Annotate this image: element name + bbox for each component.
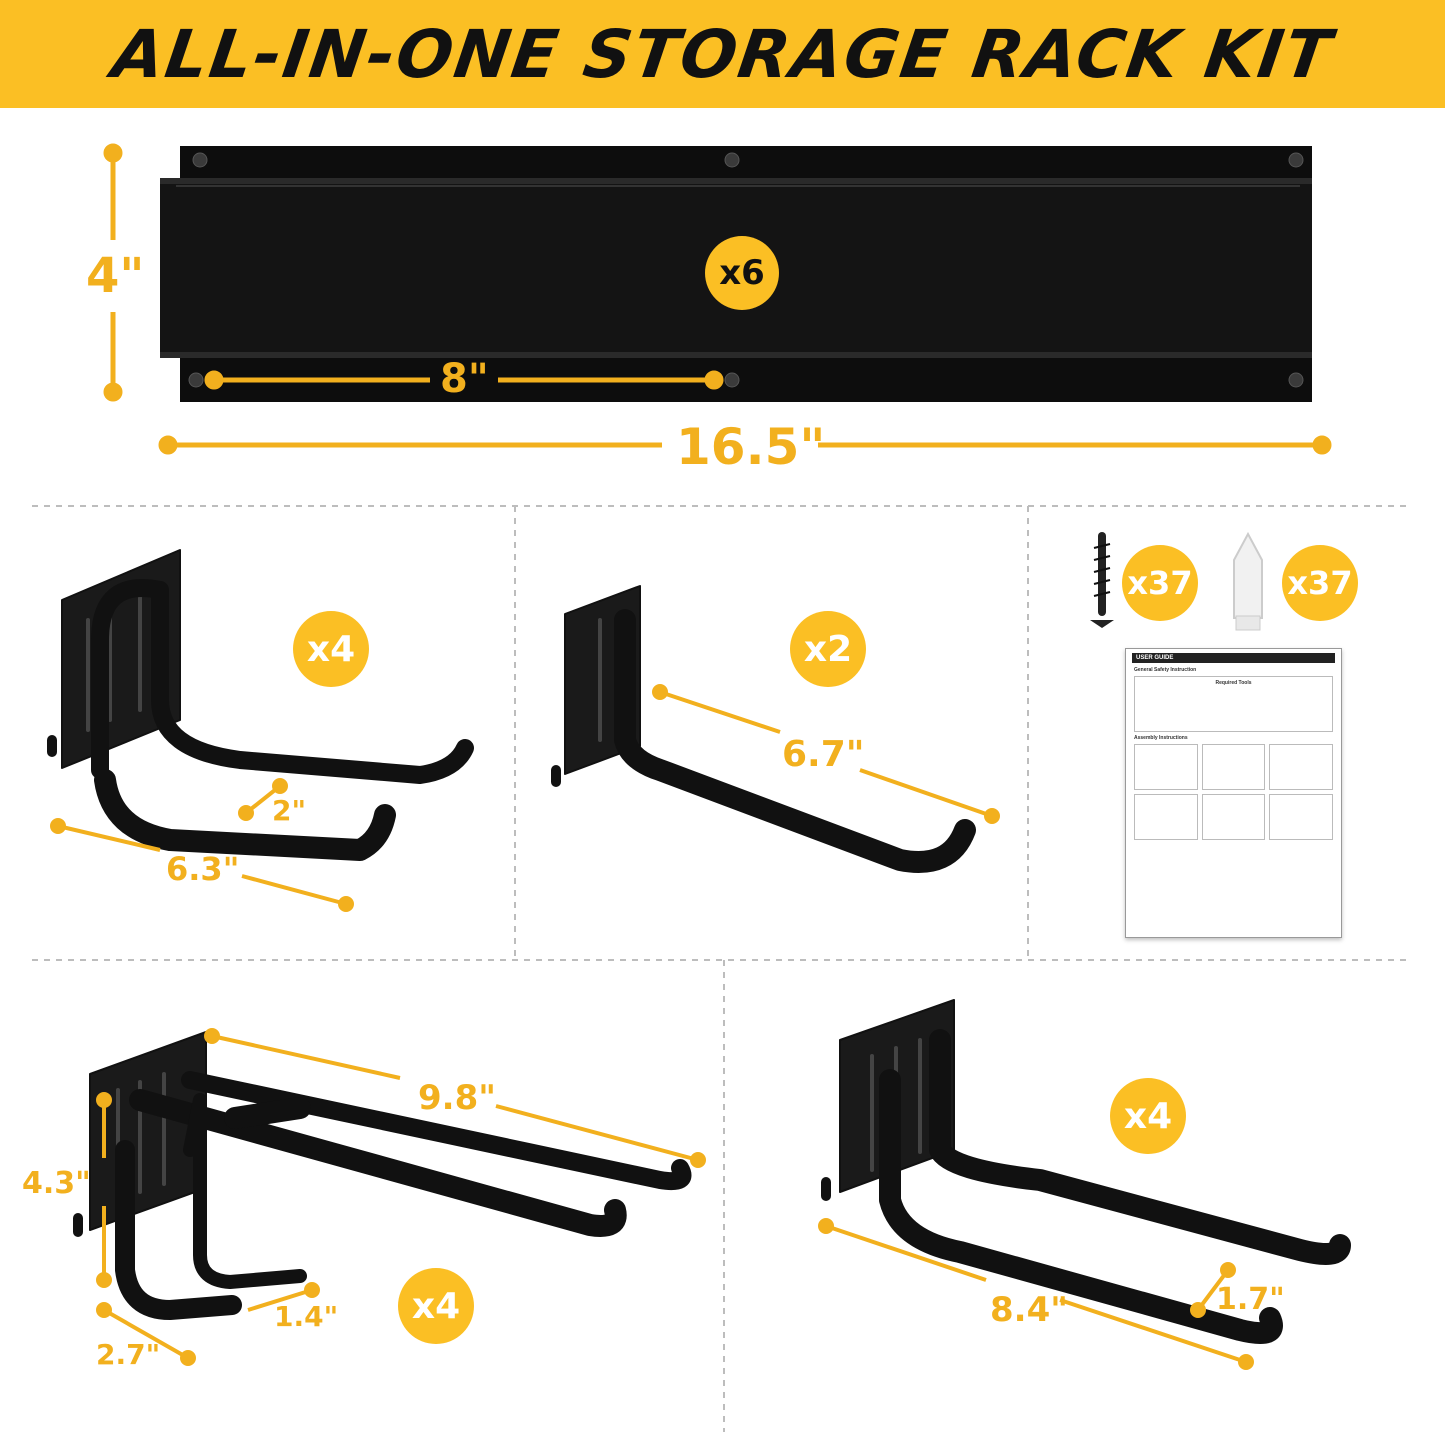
u-hook-image [47,549,474,861]
long-hook-gap-label: 1.7" [1216,1282,1285,1317]
screw-image [1090,532,1114,628]
long-hook-qty-badge: x4 [1110,1078,1186,1154]
user-guide-step [1201,794,1266,840]
u-hook-dimension-lines [50,778,354,912]
anchor-image [1233,531,1263,631]
double-hook-image [73,1031,692,1320]
u-hook-gap-label: 2" [272,794,307,827]
single-hook-image [551,585,976,873]
user-guide-tools-label: Required Tools [1215,680,1252,686]
user-guide-steps [1134,744,1333,840]
double-hook-dimension-lines [96,1028,706,1366]
user-guide-title: USER GUIDE [1132,653,1335,663]
rail-dimension-lines [103,143,1332,455]
double-hook-qty-badge: x4 [398,1268,474,1344]
section-dividers [32,505,1412,1432]
user-guide-step [1134,794,1198,840]
title-banner: ALL-IN-ONE STORAGE RACK KIT [0,0,1445,108]
user-guide-step [1134,744,1198,790]
double-hook-height-label: 4.3" [22,1166,91,1201]
rail-qty-badge: x6 [705,236,779,310]
long-hook-image [821,999,1351,1344]
long-hook-depth-label: 8.4" [990,1290,1068,1330]
anchor-qty-badge: x37 [1282,545,1358,621]
rail-length-label: 16.5" [676,418,826,476]
rail-spacing-label: 8" [440,356,489,402]
double-hook-width-label: 2.7" [96,1338,161,1371]
user-guide-tools-box: Required Tools [1134,676,1333,732]
single-hook-dimension-lines [652,684,1000,824]
double-hook-depth-label: 9.8" [418,1078,496,1118]
u-hook-qty-badge: x4 [293,611,369,687]
user-guide-step [1269,794,1333,840]
double-hook-front-label: 1.4" [274,1300,339,1333]
user-guide-sheet: USER GUIDE General Safety Instruction Re… [1125,648,1342,938]
user-guide-step [1201,744,1266,790]
user-guide-assembly-heading: Assembly Instructions [1134,735,1188,741]
u-hook-depth-label: 6.3" [166,850,240,888]
long-hook-dimension-lines [818,1218,1254,1370]
single-hook-qty-badge: x2 [790,611,866,687]
single-hook-depth-label: 6.7" [782,734,865,775]
screw-qty-badge: x37 [1122,545,1198,621]
rail-height-label: 4" [86,248,145,304]
user-guide-step [1269,744,1333,790]
user-guide-safety-heading: General Safety Instruction [1134,667,1197,673]
